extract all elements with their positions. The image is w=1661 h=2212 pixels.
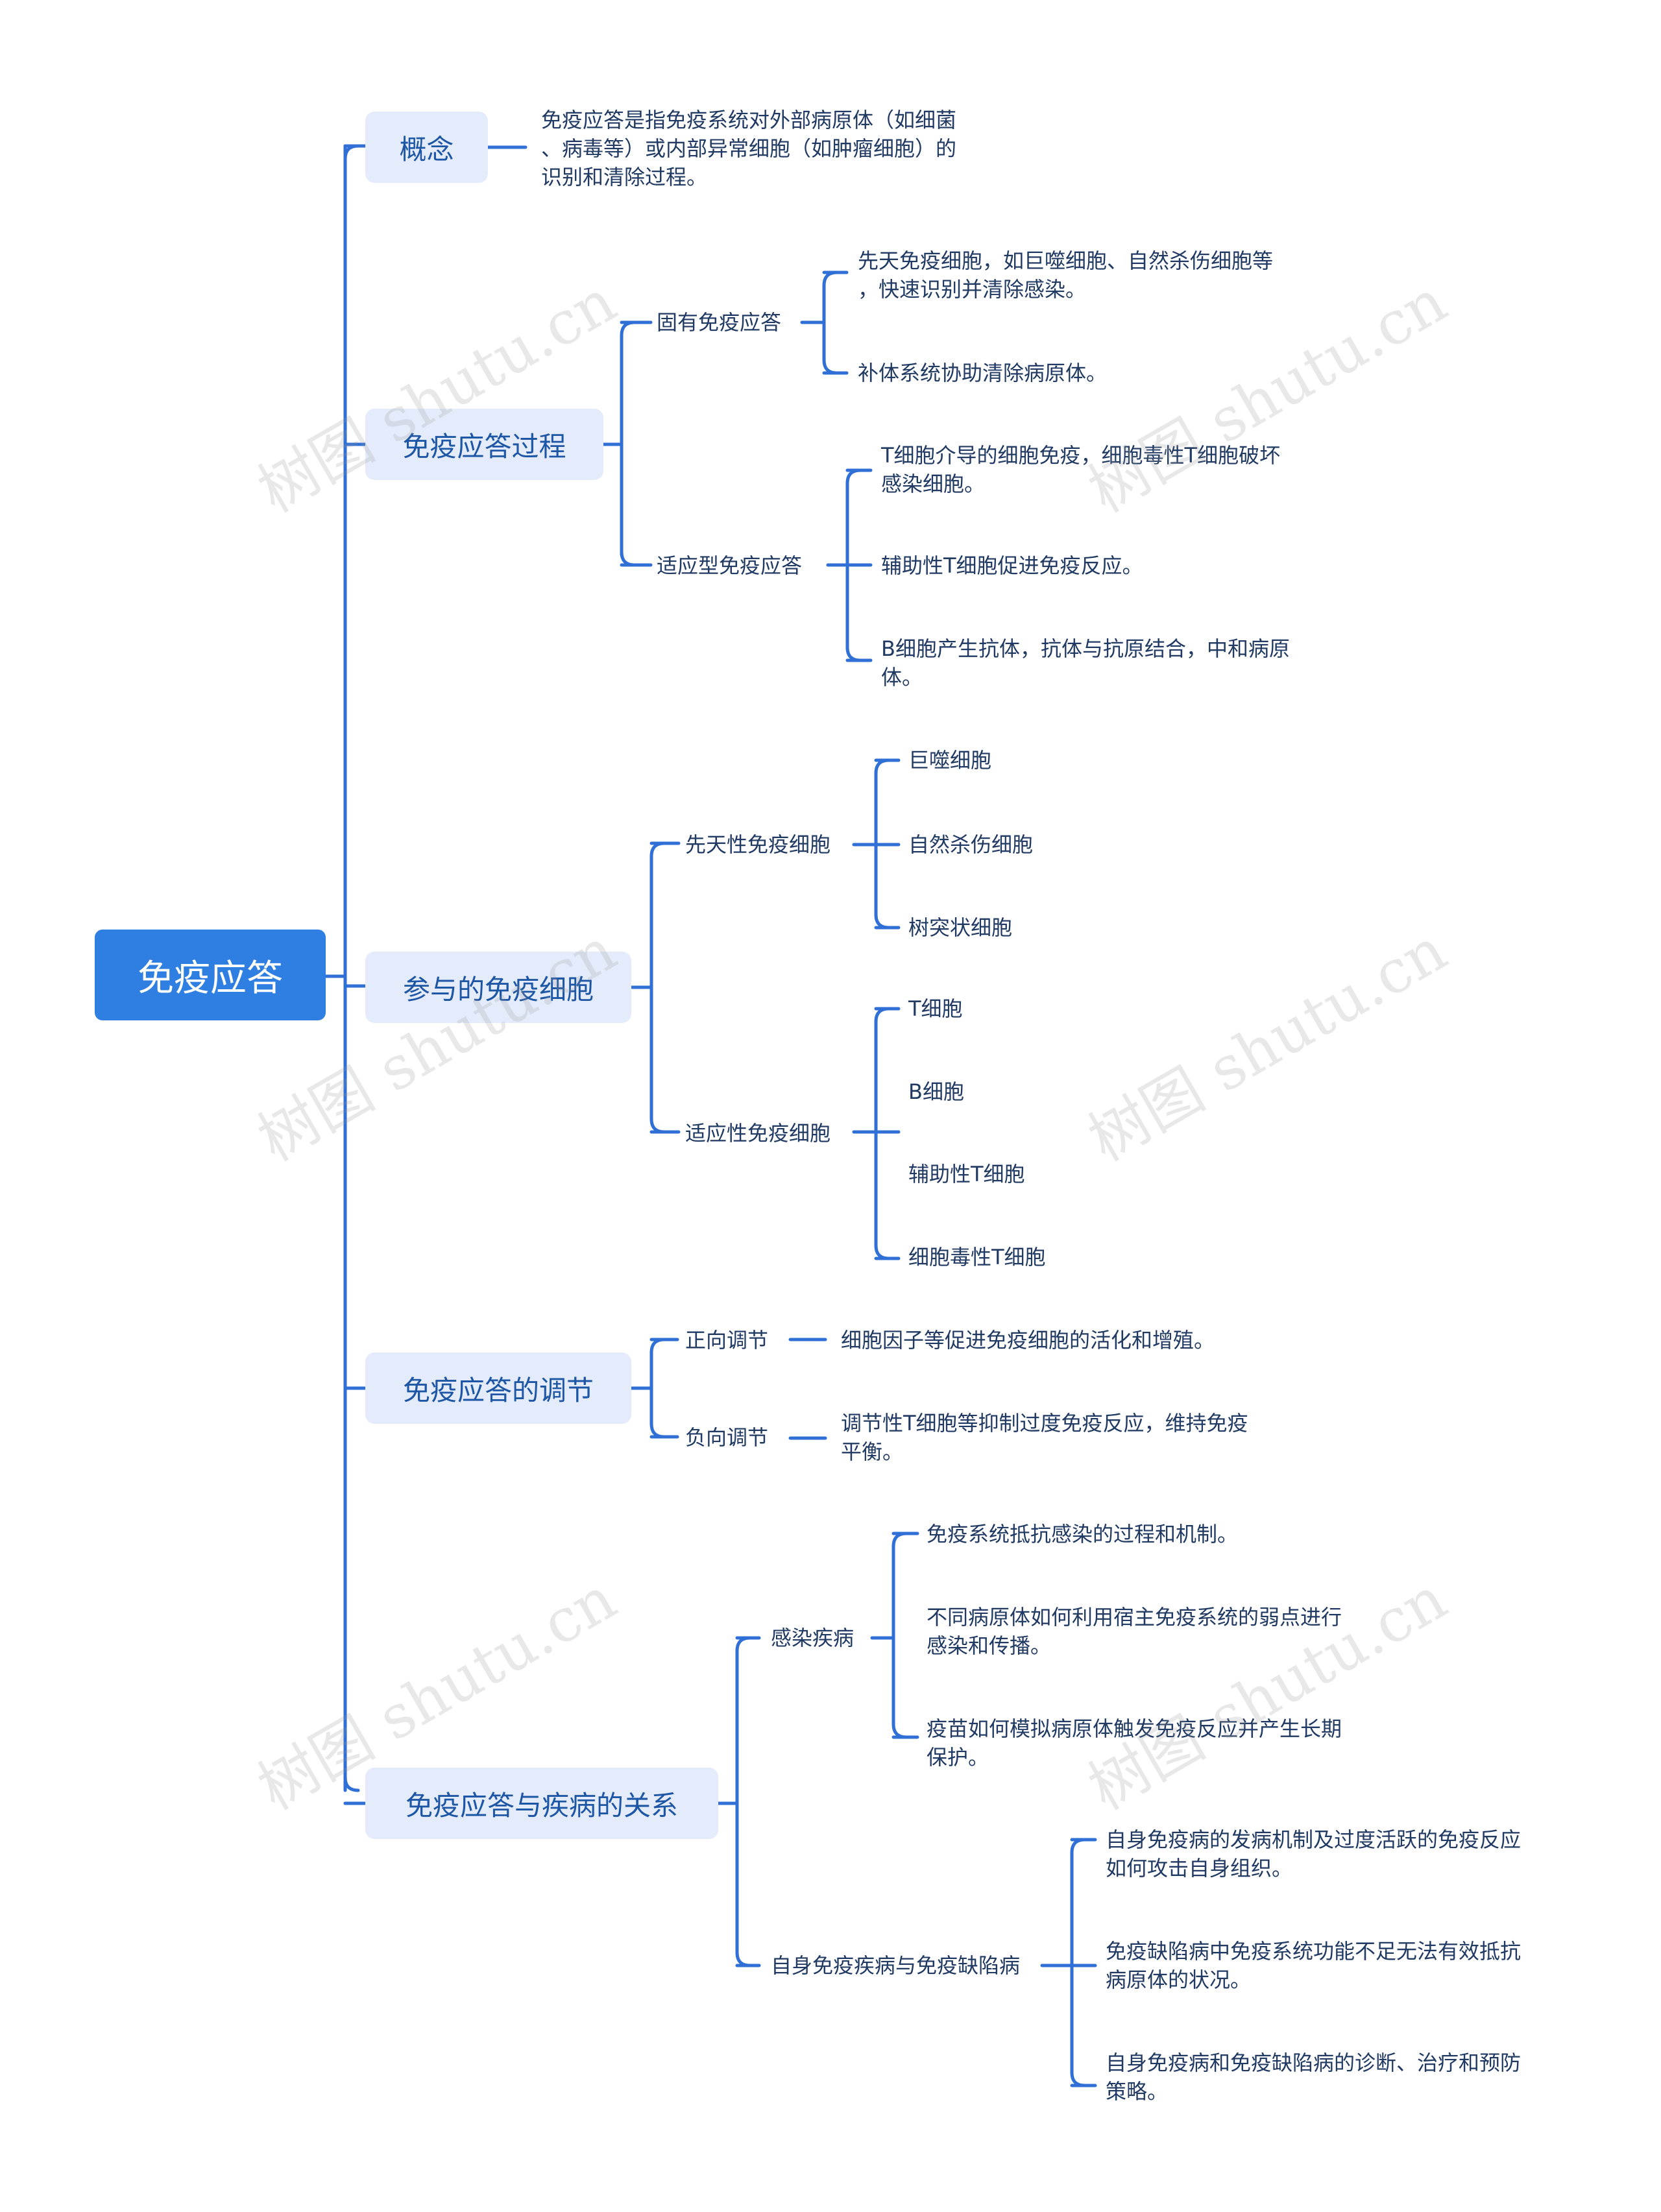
node-process[interactable]: 免疫应答过程 [365,409,603,480]
concept-text-line: 识别和清除过程。 [541,165,708,189]
innate-response-item: 补体系统协助清除病原体。 [858,361,1108,385]
adaptive-response-item: 体。 [881,665,923,690]
negative-regulation-text: 平衡。 [841,1439,904,1464]
node-adaptive-response[interactable]: 适应型免疫应答 [657,553,803,578]
node-disease[interactable]: 免疫应答与疾病的关系 [365,1768,718,1839]
infection-item: 不同病原体如何利用宿主免疫系统的弱点进行 [927,1605,1342,1629]
node-innate-response[interactable]: 固有免疫应答 [657,310,782,335]
autoimmune-item: 免疫缺陷病中免疫系统功能不足无法有效抵抗 [1106,1939,1522,1964]
node-negative-regulation[interactable]: 负向调节 [685,1425,769,1450]
node-adaptive-cells[interactable]: 适应性免疫细胞 [685,1121,831,1146]
node-regulation[interactable]: 免疫应答的调节 [365,1352,631,1424]
autoimmune-item: 自身免疫病和免疫缺陷病的诊断、治疗和预防 [1106,2050,1522,2075]
concept-text-line: 免疫应答是指免疫系统对外部病原体（如细菌 [541,108,957,132]
innate-cell-item: 树突状细胞 [908,915,1013,940]
innate-cell-item: 自然杀伤细胞 [908,832,1034,857]
adaptive-cell-item: 辅助性T细胞 [908,1162,1025,1186]
adaptive-response-item: 感染细胞。 [881,472,986,496]
node-innate-cells[interactable]: 先天性免疫细胞 [685,832,831,857]
infection-item: 免疫系统抵抗感染的过程和机制。 [927,1522,1239,1546]
adaptive-response-item: B细胞产生抗体，抗体与抗原结合，中和病原 [881,636,1290,661]
adaptive-cell-item: 细胞毒性T细胞 [908,1245,1046,1269]
node-infection[interactable]: 感染疾病 [771,1626,855,1650]
innate-response-item: 先天免疫细胞，如巨噬细胞、自然杀伤细胞等 [858,248,1274,273]
node-positive-regulation[interactable]: 正向调节 [685,1328,769,1352]
node-cells[interactable]: 参与的免疫细胞 [365,952,631,1023]
innate-cell-item: 巨噬细胞 [908,748,992,773]
autoimmune-item: 自身免疫病的发病机制及过度活跃的免疫反应 [1106,1827,1522,1852]
infection-item: 感染和传播。 [927,1633,1052,1658]
innate-response-item: ，快速识别并清除感染。 [858,277,1087,302]
adaptive-response-item: T细胞介导的细胞免疫，细胞毒性T细胞破坏 [881,443,1281,468]
autoimmune-item: 如何攻击自身组织。 [1106,1856,1293,1881]
adaptive-cell-item: B细胞 [908,1079,964,1104]
infection-item: 疫苗如何模拟病原体触发免疫反应并产生长期 [927,1716,1342,1741]
positive-regulation-text: 细胞因子等促进免疫细胞的活化和增殖。 [841,1328,1215,1352]
autoimmune-item: 策略。 [1106,2079,1169,2104]
root-node[interactable]: 免疫应答 [95,930,326,1020]
autoimmune-item: 病原体的状况。 [1106,1967,1252,1992]
node-concept[interactable]: 概念 [365,112,488,183]
negative-regulation-text: 调节性T细胞等抑制过度免疫反应，维持免疫 [841,1411,1248,1436]
concept-text-line: 、病毒等）或内部异常细胞（如肿瘤细胞）的 [541,136,957,161]
adaptive-cell-item: T细胞 [908,996,963,1021]
infection-item: 保护。 [927,1745,989,1770]
node-autoimmune[interactable]: 自身免疫疾病与免疫缺陷病 [771,1953,1021,1978]
adaptive-response-item: 辅助性T细胞促进免疫反应。 [881,553,1143,578]
